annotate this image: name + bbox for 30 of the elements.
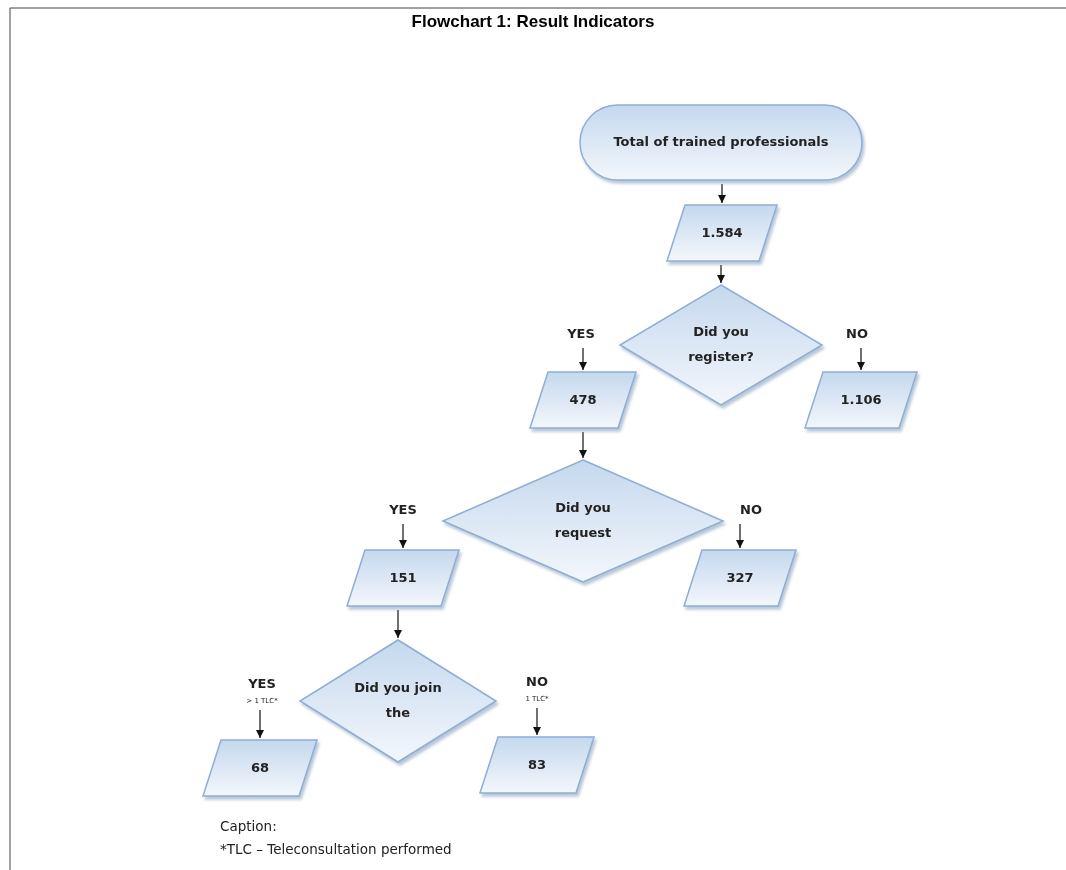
arrow — [394, 609, 402, 639]
node-text: Total of trained professionals — [613, 133, 829, 152]
arrow — [736, 523, 744, 549]
arrow — [256, 709, 264, 739]
node-text: 68 — [250, 758, 270, 777]
branch-label: NO — [846, 324, 868, 343]
branch-label: YES — [248, 675, 276, 694]
node-text: 1.584 — [701, 223, 743, 242]
branch-label: YES — [567, 324, 595, 343]
branch-label: YES — [389, 500, 417, 519]
branch-label: NO — [526, 673, 548, 692]
footnote: *TLC – Teleconsultation performed — [220, 841, 452, 857]
node-text: Did you join the — [353, 679, 443, 722]
node-text: 327 — [726, 568, 754, 587]
node-text: 151 — [389, 568, 417, 587]
diagram-title: Flowchart 1: Result Indicators — [410, 12, 656, 32]
arrow — [399, 523, 407, 549]
caption-heading: Caption: — [220, 818, 277, 834]
arrow — [579, 347, 587, 371]
node-text: Did you request — [553, 499, 613, 542]
node-text: 1.106 — [840, 390, 882, 409]
node-text: 478 — [569, 390, 597, 409]
node-text: Did you register? — [687, 323, 755, 366]
arrow — [579, 431, 587, 459]
node-text: 83 — [527, 755, 547, 774]
arrow — [533, 707, 541, 736]
arrow — [717, 264, 725, 284]
arrow — [718, 183, 726, 204]
arrow — [857, 347, 865, 371]
branch-label: NO — [740, 500, 762, 519]
